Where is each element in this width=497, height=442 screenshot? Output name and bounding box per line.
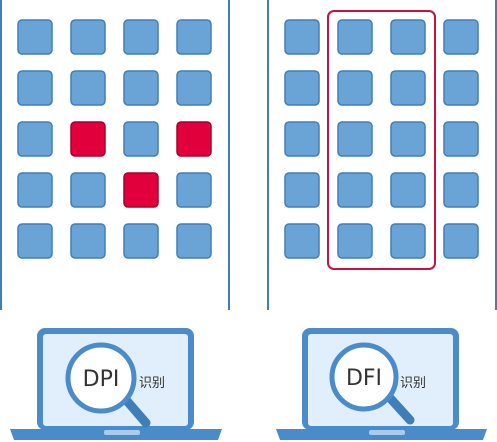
packet-cell (70, 19, 106, 55)
packet-cell (17, 172, 53, 208)
packet-cell (70, 172, 106, 208)
packet-cell (17, 19, 53, 55)
packet-cell (70, 223, 106, 259)
packet-cell (337, 223, 373, 259)
laptop-icon: DFI 识别 (276, 328, 487, 440)
packet-cell (70, 70, 106, 106)
highlighted-packet-cell (176, 121, 212, 157)
packet-cell (390, 70, 426, 106)
highlighted-packet-cell (123, 172, 159, 208)
packet-cell (176, 19, 212, 55)
dpi-label: DPI (83, 367, 120, 392)
packet-cell (390, 19, 426, 55)
packet-cell (123, 70, 159, 106)
packet-cell (176, 223, 212, 259)
packet-cell (284, 223, 320, 259)
packet-cell (284, 19, 320, 55)
dfi-side-label: 识别 (400, 376, 426, 391)
right-packet-grid (284, 19, 479, 259)
laptop-hinge-notch (104, 430, 140, 435)
magnifier-icon (329, 342, 415, 425)
packet-cell (284, 172, 320, 208)
flow-column-frame (327, 10, 436, 270)
left-panel (0, 0, 230, 310)
packet-cell (337, 70, 373, 106)
dfi-label: DFI (346, 366, 382, 391)
dpi-side-label: 识别 (139, 376, 165, 391)
packet-cell (17, 121, 53, 157)
packet-cell (443, 172, 479, 208)
laptop-icon: DPI 识别 (10, 328, 222, 440)
packet-cell (443, 121, 479, 157)
packet-cell (123, 19, 159, 55)
packet-cell (443, 223, 479, 259)
packet-cell (443, 19, 479, 55)
laptop-hinge-notch (369, 430, 405, 435)
packet-cell (176, 172, 212, 208)
packet-cell (17, 223, 53, 259)
packet-cell (337, 19, 373, 55)
packet-cell (390, 172, 426, 208)
packet-cell (337, 121, 373, 157)
highlighted-packet-cell (70, 121, 106, 157)
packet-cell (284, 70, 320, 106)
packet-cell (123, 223, 159, 259)
packet-cell (390, 223, 426, 259)
right-panel (267, 0, 497, 310)
packet-cell (123, 121, 159, 157)
packet-cell (17, 70, 53, 106)
packet-cell (443, 70, 479, 106)
packet-cell (337, 172, 373, 208)
packet-cell (390, 121, 426, 157)
packet-cell (176, 70, 212, 106)
packet-cell (284, 121, 320, 157)
magnifier-icon (65, 342, 151, 428)
left-packet-grid (17, 19, 212, 259)
